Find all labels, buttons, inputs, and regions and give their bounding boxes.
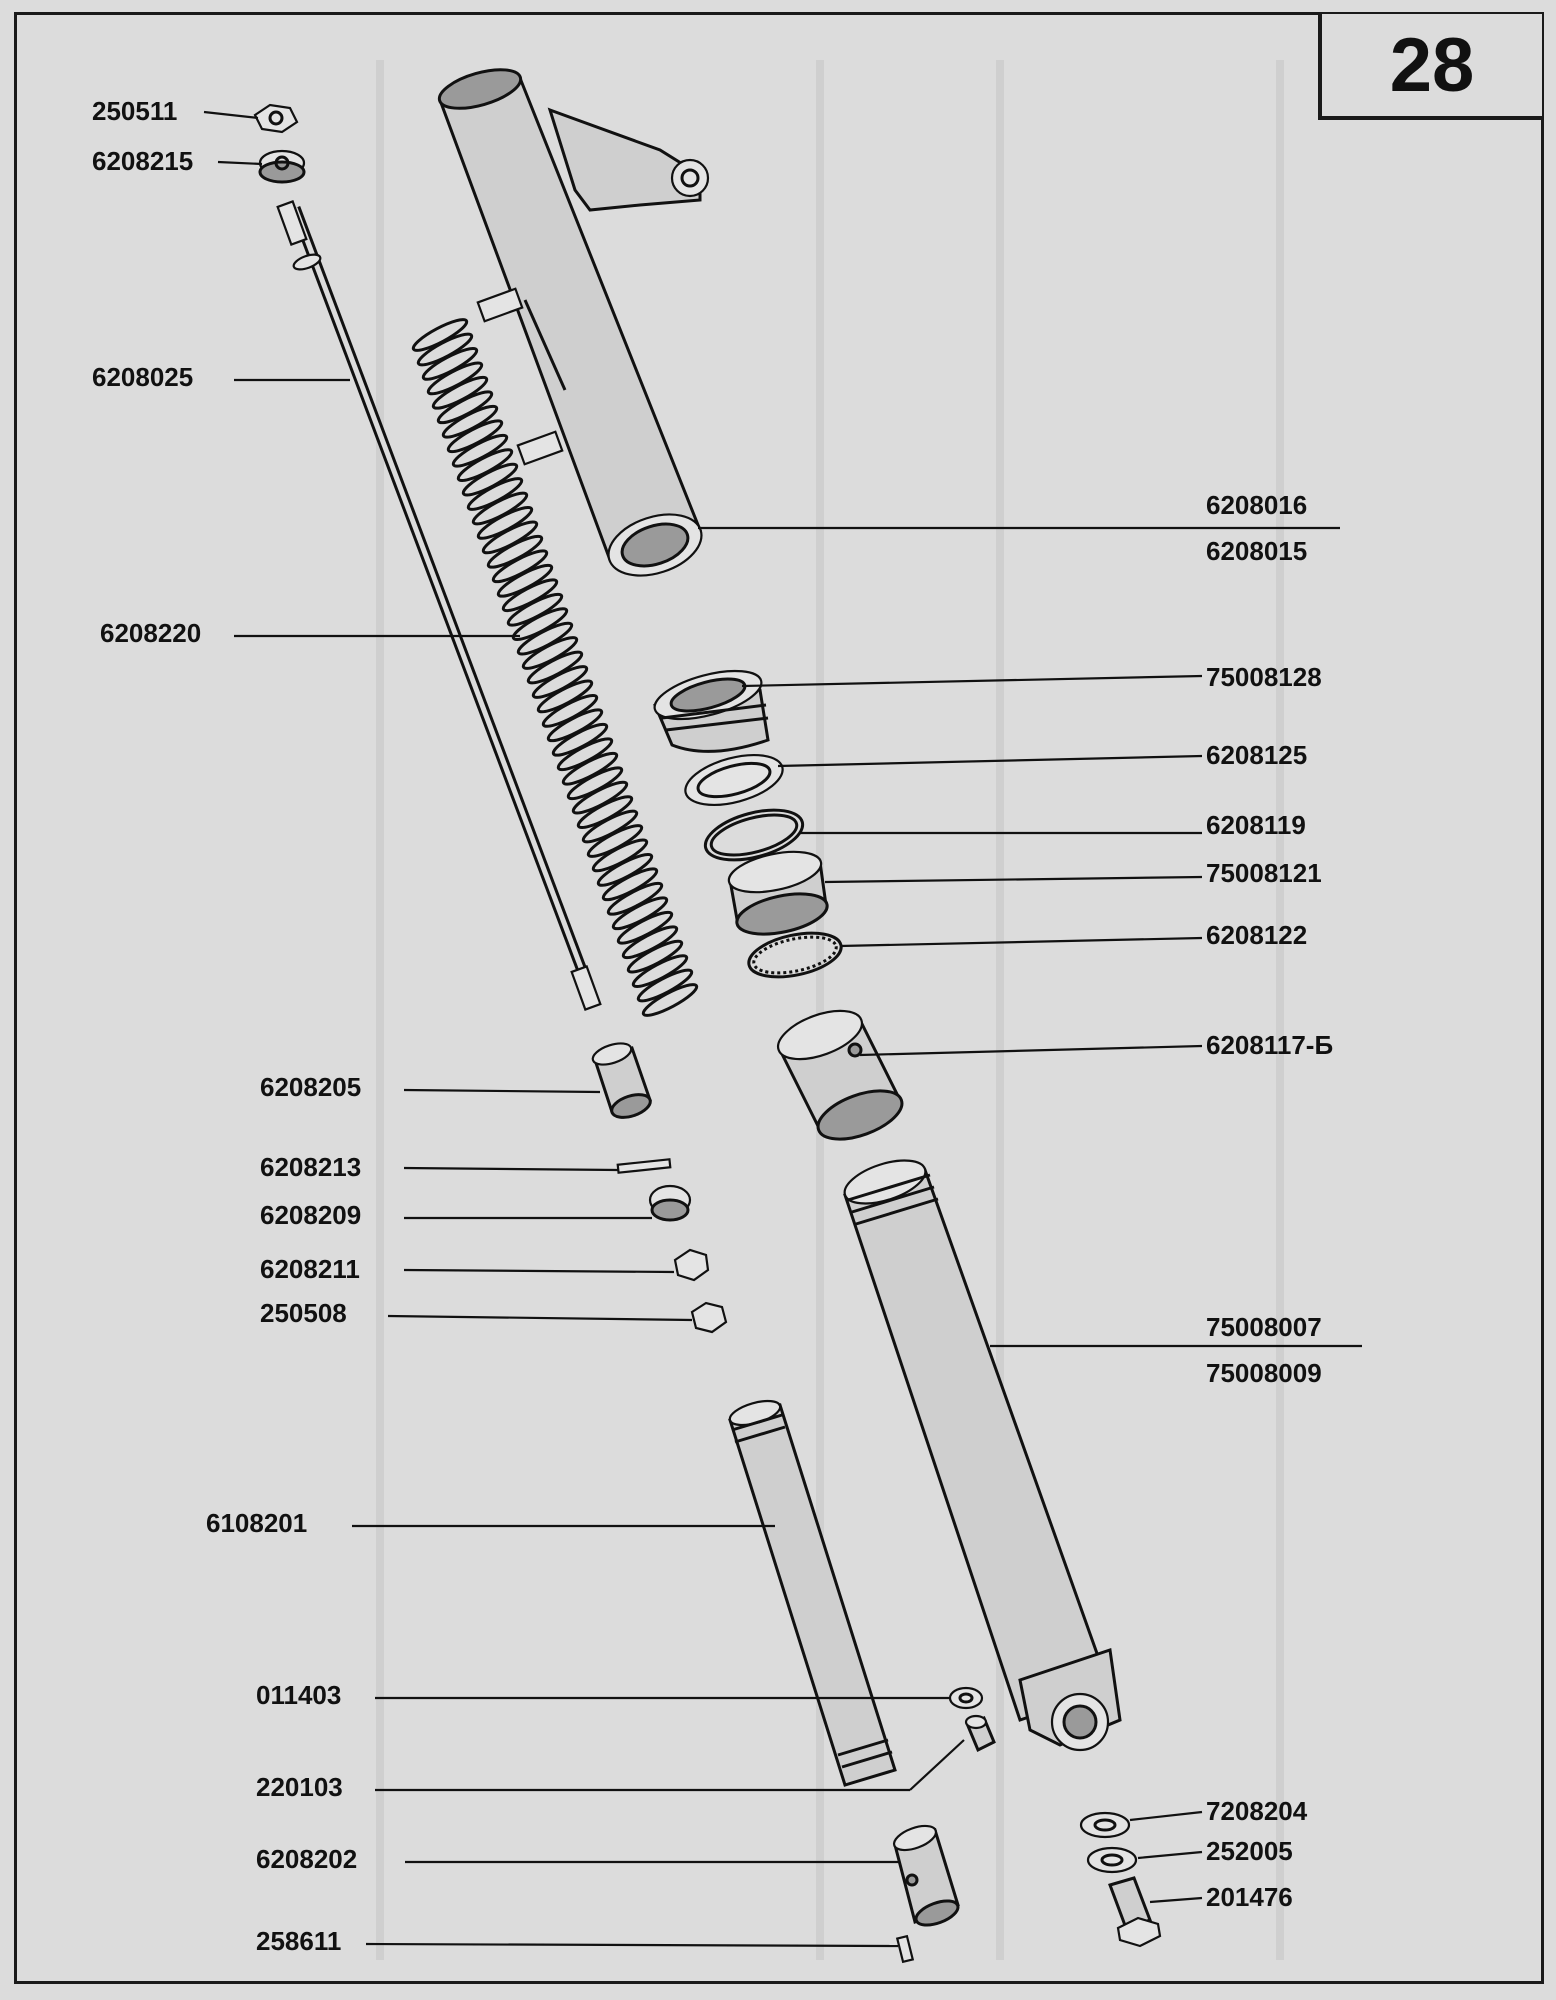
spring-coil	[641, 983, 699, 1017]
fork-spring	[411, 318, 699, 1017]
label-6108201: 6108201	[206, 1508, 307, 1538]
cap-nut-6208202	[892, 1824, 960, 1927]
label-6208122: 6208122	[1206, 920, 1307, 950]
washer-7208204	[1079, 1811, 1131, 1839]
o-ring-6208119	[703, 808, 805, 862]
label-6208213: 6208213	[260, 1152, 361, 1182]
label-011403: 011403	[256, 1680, 341, 1710]
washer-252005	[1086, 1846, 1138, 1874]
nut-6208211	[673, 1248, 710, 1282]
label-6208016: 6208016	[1206, 490, 1307, 520]
lower-fork-leg	[843, 1159, 1122, 1752]
pin-6208213	[616, 1158, 672, 1174]
label-258611: 258611	[256, 1926, 341, 1956]
label-6208209: 6208209	[260, 1200, 361, 1230]
nut-250508	[690, 1301, 728, 1334]
label-6208015: 6208015	[1206, 536, 1307, 566]
screw-220103	[964, 1714, 996, 1753]
label-250508: 250508	[260, 1298, 347, 1328]
seal-ring-6208125	[684, 754, 784, 806]
guide-nut-75008128	[653, 669, 770, 753]
leader-lines	[203, 110, 1362, 1948]
label-75008121: 75008121	[1206, 858, 1322, 888]
page-number: 28	[1389, 22, 1475, 108]
upper-fork-leg	[437, 68, 710, 577]
label-75008007: 75008007	[1206, 1312, 1322, 1342]
nut-250511	[253, 103, 299, 134]
label-6208025: 6208025	[92, 362, 193, 392]
page-border	[14, 12, 1544, 1984]
label-6208211: 6208211	[260, 1254, 360, 1284]
label-220103: 220103	[256, 1772, 343, 1802]
label-252005: 252005	[1206, 1836, 1293, 1866]
washer-011403	[948, 1686, 984, 1710]
label-201476: 201476	[1206, 1882, 1293, 1912]
sleeve-6208117b	[776, 1009, 904, 1141]
label-6208119: 6208119	[1206, 810, 1306, 840]
label-6208117b: 6208117-Б	[1206, 1030, 1333, 1060]
label-250511: 250511	[92, 96, 177, 126]
label-7208204: 7208204	[1206, 1796, 1308, 1826]
part-labels: 250511 6208215 6208025 6208016 6208015 6…	[92, 96, 1333, 1956]
washer-6208215	[258, 149, 306, 184]
label-75008009: 75008009	[1206, 1358, 1322, 1388]
bolt-201476	[1108, 1876, 1162, 1948]
nut-6208205	[591, 1042, 652, 1119]
inner-tube-6108201	[728, 1399, 897, 1787]
label-75008128: 75008128	[1206, 662, 1322, 692]
label-6208220: 6208220	[100, 618, 201, 648]
page-number-box: 28	[1318, 14, 1542, 120]
label-6208125: 6208125	[1206, 740, 1307, 770]
label-6208205: 6208205	[260, 1072, 361, 1102]
nut-6208209	[648, 1184, 692, 1222]
bushing-75008121	[727, 850, 829, 936]
damper-rod	[276, 200, 602, 1011]
label-6208202: 6208202	[256, 1844, 357, 1874]
pin-258611	[895, 1934, 915, 1964]
label-6208215: 6208215	[92, 146, 193, 176]
